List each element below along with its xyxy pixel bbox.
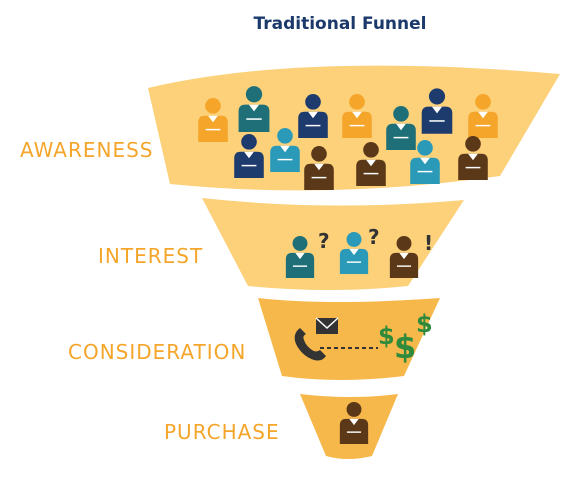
funnel-segment-consideration: [258, 298, 440, 380]
question-mark: ?: [318, 229, 330, 253]
exclamation-mark: !: [424, 231, 433, 255]
question-mark: ?: [368, 225, 380, 249]
stage-label-awareness: AWARENESS: [20, 138, 154, 162]
dollar-signs-icon: $ $ $: [378, 310, 433, 366]
stage-label-consideration: CONSIDERATION: [68, 340, 247, 364]
phone-icon: [294, 328, 326, 361]
interest-people: ? ? !: [285, 225, 433, 278]
stage-label-purchase: PURCHASE: [164, 420, 280, 444]
svg-text:$: $: [394, 328, 416, 366]
diagram-title: Traditional Funnel: [253, 14, 427, 34]
svg-text:$: $: [378, 322, 395, 350]
consideration-icons: $ $ $: [294, 310, 433, 366]
envelope-icon: [315, 317, 339, 334]
stage-label-interest: INTEREST: [98, 244, 204, 268]
svg-text:$: $: [416, 310, 433, 338]
